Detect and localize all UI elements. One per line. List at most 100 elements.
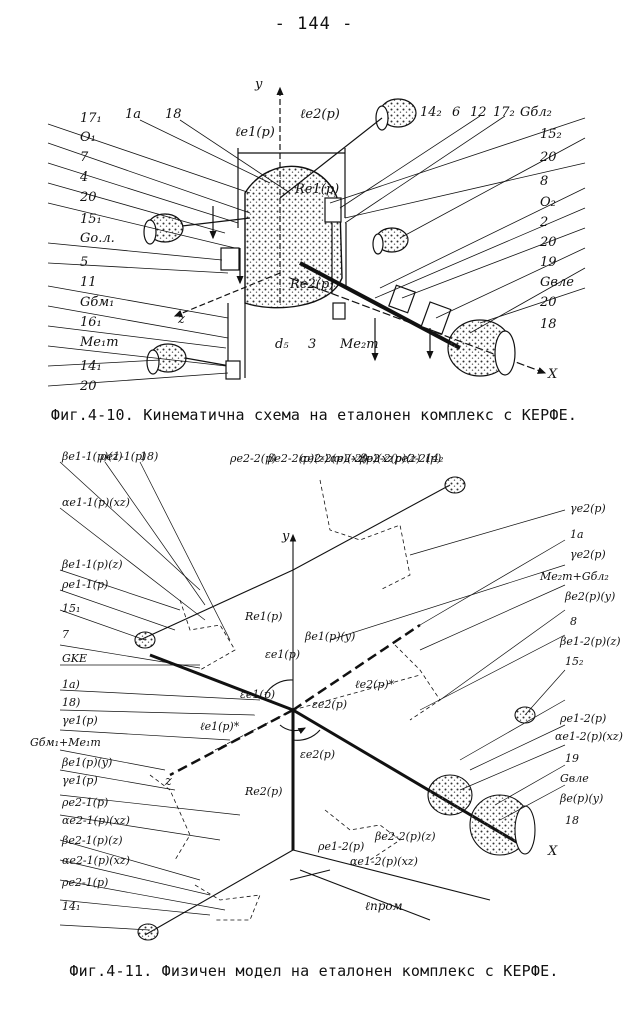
label-g-ol: Gо.л. (80, 231, 115, 246)
label-20b: 20 (79, 379, 97, 393)
label-o2: O₂ (540, 195, 556, 210)
label-beta-e22z-c: βe2-2(p)(z) (374, 830, 436, 843)
label-18-2: 18) (62, 696, 80, 709)
label-rho-e21b: ρe2-1(p) (61, 876, 108, 889)
label-l-prom: ℓпром (365, 899, 403, 913)
arm-7 (149, 653, 294, 712)
label-19: 19 (540, 255, 557, 270)
label-12: 12 (470, 105, 487, 120)
label-beta-e22z: βe2-2(p)(z) (267, 452, 329, 465)
support-block-2 (324, 197, 342, 223)
bearing-14-1 (146, 343, 231, 375)
label-beta-ey: βe(p)(y) (559, 792, 603, 805)
label-14-1-2: 14₁ (62, 900, 80, 913)
label-1a-2: 1a) (62, 678, 80, 691)
label-1a-right: 1a (570, 528, 584, 541)
dim-l-e1: ℓe1(p) (235, 125, 275, 140)
label-gamma-e1: γe1(p) (62, 714, 98, 727)
label-rho-e12b: ρe1-2(p) (317, 840, 364, 853)
label-re2-2: Re2(p) (244, 785, 282, 798)
label-18: 18 (165, 107, 182, 122)
z-axis-label: z (177, 312, 185, 327)
label-15-2-2: 15₂ (565, 655, 583, 668)
page-number: - 144 - (274, 14, 354, 34)
electric-machine-end (494, 330, 516, 376)
label-rho-e21: ρe2-1(p) (61, 796, 108, 809)
label-17-2: 17₂ (493, 105, 515, 120)
spring-14-1 (137, 923, 159, 941)
label-alpha-e11xz: αe1-1(p)(xz) (62, 496, 130, 509)
label-20a: 20 (79, 190, 97, 205)
label-18-top: 18) (140, 450, 158, 463)
dashed-arm (292, 623, 421, 712)
x-label-2: X (547, 844, 558, 859)
label-15-2: 15₂ (540, 127, 562, 142)
label-d5: d₅ (275, 337, 289, 352)
label-re1: Re1(p) (294, 182, 339, 197)
label-8: 8 (540, 174, 548, 189)
label-18-right: 18 (565, 814, 579, 827)
label-o1: O₁ (80, 130, 96, 145)
label-gke: GKE (62, 652, 87, 665)
weight-block (225, 360, 241, 380)
label-alpha-e21xz: αe2-1(p)(xz) (62, 814, 130, 827)
label-eps-e1: εe1(p) (265, 648, 300, 661)
label-3: 3 (308, 337, 316, 352)
label-7-2: 7 (62, 628, 69, 641)
label-11: 11 (80, 275, 97, 290)
label-me2-gbl2: Me₂т+Gбл₂ (539, 570, 609, 583)
figure2-caption: Фиг.4-11. Физичен модел на еталонен комп… (69, 962, 559, 980)
label-eps-e2b: εe2(p) (300, 748, 335, 761)
main-shaft (299, 261, 461, 350)
label-beta-e1y: βe1(p)(y) (61, 756, 112, 769)
label-15-1: 15₁ (80, 212, 102, 227)
label-eps-e2: εe2(p) (312, 698, 347, 711)
bearing-14-2 (279, 98, 417, 199)
label-16-1: 16₁ (80, 315, 102, 330)
label-alpha-e12xz: αe1-2(p)(xz) (555, 730, 623, 743)
y-label-2: y (281, 529, 290, 544)
label-alpha-e12xz-c: αe1-2(p)(xz) (350, 855, 418, 868)
label-alpha-e21xzb: αe2-1(p)(xz) (62, 854, 130, 867)
label-14-2-2: 14₂ (425, 452, 443, 465)
label-rho-e12: ρe1-2(p) (559, 712, 606, 725)
label-re1-2: Re1(p) (244, 610, 282, 623)
figure1-caption: Фиг.4-10. Кинематична схема на еталонен … (50, 406, 578, 424)
label-g-vle: Gвле (540, 275, 574, 290)
label-gbm-me: Gбм₁+Me₁т (30, 736, 101, 749)
x-axis-label: X (547, 367, 558, 382)
label-beta-e11z: βe1-1(p)(z) (61, 450, 123, 463)
label-gamma-e2b: γe2(p) (570, 548, 606, 561)
label-beta-e12z: βe1-2(p)(z) (559, 635, 621, 648)
label-beta-e22zb: βe2-2(p)(z) (359, 452, 421, 465)
label-19-2: 19 (565, 752, 579, 765)
label-20d: 20 (539, 235, 557, 250)
weight-block-2 (332, 302, 346, 320)
label-8-2: 8 (570, 615, 577, 628)
label-rho-e22b: ρe2-2(p) (394, 452, 441, 465)
label-rho-e22: ρe2-2(p) (229, 452, 276, 465)
label-7: 7 (80, 150, 89, 165)
label-rho-e11: ρe1-1(p) (99, 450, 146, 463)
physical-model-figure: y z X Re1(p) Re2(p) εe1(p) εe1(p) εe2(p)… (30, 450, 623, 941)
label-g-bm1: Gбм₁ (80, 295, 114, 310)
label-le1: ℓe1(p)* (200, 720, 240, 733)
y-axis-label: y (254, 77, 263, 92)
support-block-1 (220, 247, 240, 271)
label-beta-y-center: βe1(p)(y) (304, 630, 355, 643)
z-label-2: z (164, 774, 172, 789)
label-me1t: Me₁т (79, 335, 119, 350)
label-17-1: 17₁ (80, 111, 102, 126)
label-2: 2 (539, 215, 548, 230)
label-eps-e1b: εe1(p) (240, 688, 275, 701)
kinematic-scheme-figure: y z X ℓe1(p) ℓe2(p) Re1(p) Re2(p) 17₁ 1a… (47, 77, 586, 393)
label-alpha-e22xzb: αe2-2(p)(xz) (330, 452, 398, 465)
label-18b: 18 (540, 317, 557, 332)
machine-19 (427, 774, 473, 816)
label-beta-e21z: βe2-1(p)(z) (61, 834, 123, 847)
label-me2t: Me₂т (339, 337, 379, 352)
label-4: 4 (79, 170, 88, 185)
label-15-1-2: 15₁ (62, 602, 80, 615)
label-gamma-e2: γe2(p) (570, 502, 606, 515)
bearing-15-1 (143, 213, 251, 245)
